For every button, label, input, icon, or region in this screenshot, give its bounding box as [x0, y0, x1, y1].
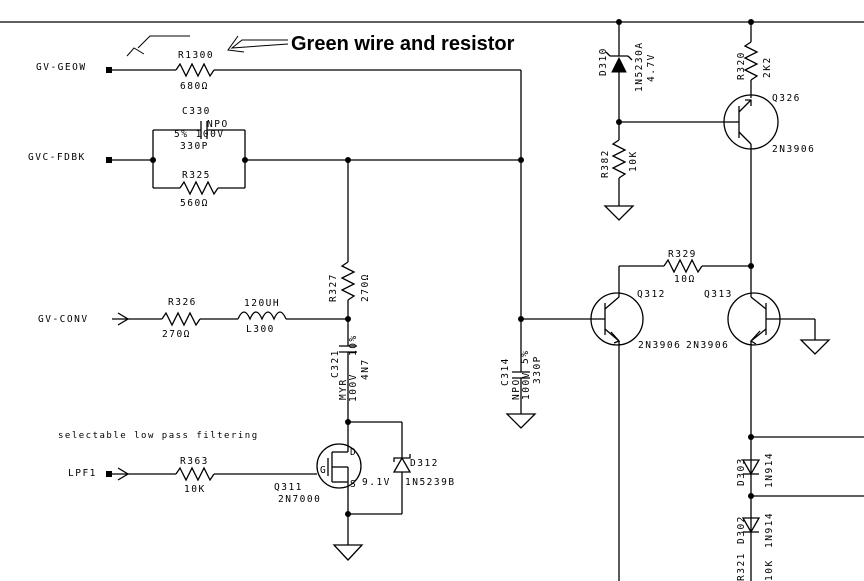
annotation-note: Green wire and resistor	[291, 33, 515, 55]
port-label-gv-geow: GV-GEOW	[36, 62, 87, 73]
c314-value: 330P	[532, 355, 543, 384]
ground-icon	[505, 413, 537, 429]
r363-ref: R363	[180, 456, 209, 467]
q311-ref: Q311	[274, 482, 303, 493]
port-label-gv-conv: GV-CONV	[38, 314, 89, 325]
ground-icon	[332, 544, 364, 561]
r326-value: 270Ω	[162, 329, 191, 340]
transistor-q312	[590, 292, 644, 346]
q312-part: 2N3906	[638, 340, 681, 351]
resistor-r382	[611, 139, 627, 179]
resistor-r327	[340, 261, 356, 301]
q313-ref: Q313	[704, 289, 733, 300]
r321-ref: R321	[736, 552, 747, 581]
d312-ref: D312	[410, 458, 439, 469]
mosfet-q311	[316, 443, 362, 489]
r327-ref: R327	[328, 273, 339, 302]
port-lpf1	[106, 471, 112, 477]
d310-ref: D310	[598, 47, 609, 76]
r382-ref: R382	[600, 149, 611, 178]
d312-voltage: 9.1V	[362, 477, 391, 488]
r320-ref: R320	[736, 51, 747, 80]
resistor-r1300	[175, 62, 215, 78]
annotation-arrow-icon	[126, 35, 289, 57]
c314-line1: 5%	[520, 350, 531, 364]
r325-value: 560Ω	[180, 198, 209, 209]
d312-part: 1N5239B	[405, 477, 456, 488]
c321-line2: MYR	[338, 378, 349, 400]
r1300-value: 680Ω	[180, 81, 209, 92]
d310-voltage: 4.7V	[646, 53, 657, 82]
diode-d303	[741, 459, 761, 476]
r329-ref: R329	[668, 249, 697, 260]
c330-value: 330P	[180, 141, 209, 152]
q326-part: 2N3906	[772, 144, 815, 155]
d303-ref: D303	[736, 457, 747, 486]
r326-ref: R326	[168, 297, 197, 308]
d302-part: 1N914	[764, 512, 775, 548]
r327-value: 270Ω	[360, 273, 371, 302]
inductor-l300	[237, 311, 287, 321]
q311-pin-g: G	[320, 465, 327, 476]
d303-part: 1N914	[764, 452, 775, 488]
q326-ref: Q326	[772, 93, 801, 104]
l300-ref: L300	[246, 324, 275, 335]
c321-line1: 10%	[348, 334, 359, 356]
d310-part: 1N5230A	[634, 41, 645, 92]
c314-line3: 100V	[521, 371, 532, 400]
zener-d312	[392, 456, 412, 473]
r320-value: 2K2	[762, 56, 773, 78]
c321-ref: C321	[330, 349, 341, 378]
c321-line3: 100V	[348, 373, 359, 402]
q313-part: 2N3906	[686, 340, 729, 351]
note-selectable: selectable low pass filtering	[58, 431, 259, 441]
c314-ref: C314	[500, 357, 511, 386]
resistor-r326	[161, 311, 201, 327]
resistor-r325	[179, 180, 219, 196]
q311-pin-s: S	[350, 479, 357, 490]
ground-icon	[603, 205, 635, 221]
r325-ref: R325	[182, 170, 211, 181]
port-gv-geow	[106, 67, 112, 73]
c330-line2: 5% 100V	[174, 129, 225, 140]
port-label-lpf1: LPF1	[68, 468, 97, 479]
port-label-gvc-fdbk: GVC-FDBK	[28, 152, 86, 163]
q311-pin-d: D	[350, 447, 357, 458]
q311-part: 2N7000	[278, 494, 321, 505]
c314-line2: NPO	[511, 378, 522, 400]
ground-icon	[799, 339, 831, 355]
l300-value: 120UH	[244, 298, 280, 309]
c321-value: 4N7	[360, 358, 371, 380]
q312-ref: Q312	[637, 289, 666, 300]
resistor-r320	[743, 41, 759, 81]
diode-d302	[741, 517, 761, 534]
port-gvc-fdbk	[106, 157, 112, 163]
c330-line1: NPO	[207, 119, 229, 130]
r321-value: 10K	[764, 559, 775, 581]
d302-ref: D302	[736, 515, 747, 544]
c330-ref: C330	[182, 106, 211, 117]
r363-value: 10K	[184, 484, 206, 495]
r382-value: 10K	[628, 150, 639, 172]
resistor-r329	[663, 258, 703, 274]
r329-value: 10Ω	[674, 274, 696, 285]
r1300-ref: R1300	[178, 50, 214, 61]
resistor-r363	[175, 466, 215, 482]
